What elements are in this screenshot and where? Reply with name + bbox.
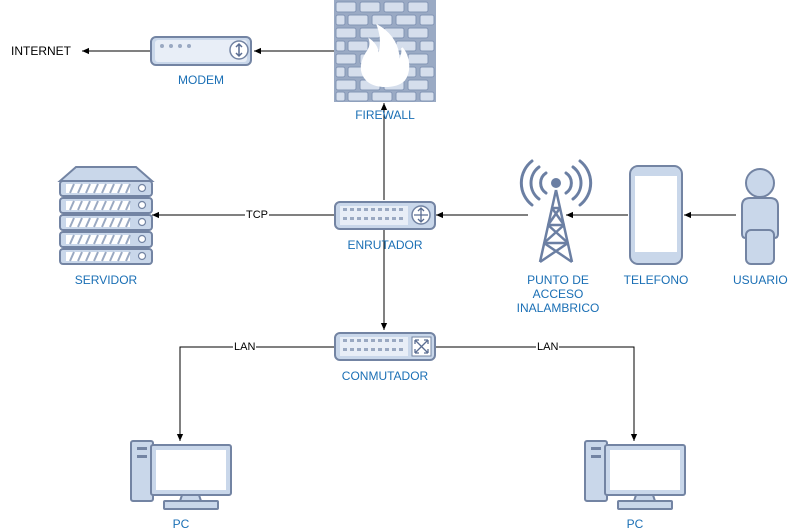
antenna-icon <box>519 159 593 264</box>
conmutador-label: CONMUTADOR <box>341 369 429 383</box>
edge-switch-pc-right <box>436 346 638 441</box>
servidor-label: SERVIDOR <box>74 273 138 287</box>
enrutador-label: ENRUTADOR <box>347 238 423 252</box>
edge-switch-pc-left <box>176 346 334 441</box>
edge-label-lan-right: LAN <box>536 341 560 353</box>
firewall-label: FIREWALL <box>355 108 415 122</box>
telefono-label: TELEFONO <box>623 273 689 287</box>
phone-icon <box>629 165 683 265</box>
pc-right-label: PC <box>626 517 644 531</box>
user-icon <box>741 168 779 265</box>
usuario-label: USUARIO <box>733 273 788 287</box>
modem-icon <box>150 36 252 66</box>
connectors <box>82 47 736 441</box>
punto-acceso-line-2: ACCESO <box>532 287 584 301</box>
punto-acceso-line-3: INALAMBRICO <box>516 301 600 315</box>
pc-right-icon <box>584 440 686 510</box>
pc-left-icon <box>130 440 232 510</box>
switch-icon <box>334 332 436 361</box>
internet-label: INTERNET <box>11 44 71 58</box>
punto-acceso-label: PUNTO DE ACCESO INALAMBRICO <box>500 273 616 315</box>
edge-label-lan-left: LAN <box>233 341 257 353</box>
server-icon <box>57 166 155 265</box>
punto-acceso-line-1: PUNTO DE <box>527 273 589 287</box>
flame-icon <box>360 23 410 88</box>
router-icon <box>334 201 436 230</box>
firewall-icon <box>334 0 436 102</box>
edge-label-tcp: TCP <box>245 209 269 221</box>
pc-left-label: PC <box>172 517 190 531</box>
modem-label: MODEM <box>178 73 224 87</box>
